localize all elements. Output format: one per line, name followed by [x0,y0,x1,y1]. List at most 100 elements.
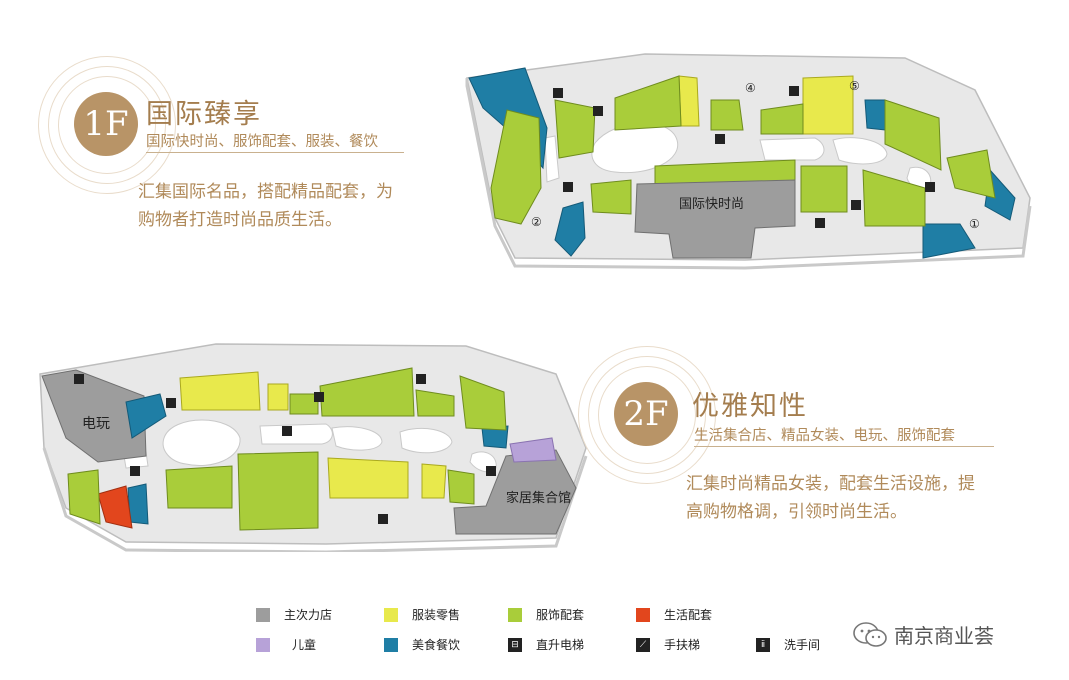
floor2-unit-accessory-3 [237,451,319,531]
floor1-unit-accessory-7 [946,149,996,199]
floor1-map: 国际快时尚 ② ④ ⑤ ① [465,53,1032,270]
floor2-map-label-game: 电玩 [82,416,110,432]
floor1-unit-accessory-3 [614,75,682,131]
legend-label-restroom: 洗手间 [784,638,821,652]
floor1-unit-accessory-5 [760,103,804,135]
floor2-unit-retail-1 [179,371,261,411]
floor1-unit-food-ne [864,99,886,131]
floor1-unit-accessory-10 [590,179,632,215]
legend-swatch-life [636,607,650,622]
legend-swatch-retail [384,607,398,622]
floor1-unit-accessory-1 [490,109,542,225]
elevator-icon [593,106,603,116]
elevator-icon [851,200,861,210]
legend-item-escalator: ⟋ 手扶梯 [636,636,700,653]
floor1-unit-accessory-8 [862,169,926,227]
legend-item-accessory: 服饰配套 [508,606,584,623]
elevator-icon [314,392,324,402]
floor2-badge: 2F [614,382,678,446]
floor2-atrium-void [162,419,241,466]
floor1-map-label: 国际快时尚 [679,197,744,212]
floor2-subtitle: 生活集合店、精品女装、电玩、服饰配套 [694,428,955,444]
restroom-icon [378,514,388,524]
floor2-unit-kids [509,437,557,463]
escalator-icon [715,134,725,144]
escalator-icon [130,466,140,476]
floor2-anchor-home [453,449,577,535]
legend-item-anchor: 主次力店 [256,606,332,623]
floor2-description-line1: 汇集时尚精品女装，配套生活设施，提 [686,474,975,494]
elevator-icon [553,88,563,98]
legend-swatch-food [384,637,398,652]
floor2-unit-food-w [125,393,167,439]
floor2-map: 电玩 家居集合馆 [39,343,588,552]
floor1-unit-retail-2 [802,75,854,135]
floor2-unit-accessory-1 [67,469,101,525]
floor1-marker-5: ⑤ [849,79,860,93]
restroom-icon [74,374,84,384]
floor2-unit-accessory-5 [319,367,415,417]
legend-item-elevator: ⊟ 直升电梯 [508,636,584,653]
floor1-anchor-store [634,179,796,259]
legend-swatch-accessory [508,607,522,622]
legend-item-food: 美食餐饮 [384,636,460,653]
floor2-title: 优雅知性 [692,391,808,422]
wechat-icon [853,621,887,647]
floor1-description-line1: 汇集国际名品，搭配精品配套，为 [138,182,393,202]
floor1-marker-2: ② [531,215,542,229]
floor1-unit-retail-1 [678,75,700,127]
floor1-unit-food-se [922,223,976,259]
floor2-unit-accessory-4 [289,393,319,415]
floor2-unit-accessory-2 [165,465,233,509]
elevator-icon [789,86,799,96]
escalator-icon [925,182,935,192]
floor1-badge: 1F [74,92,138,156]
floor2-unit-retail-5 [421,463,447,499]
floor2-unit-accessory-8 [447,469,475,505]
watermark: 南京商业荟 [852,620,994,649]
floor1-unit-accessory-2 [554,99,596,159]
floor2-anchor-game [41,369,147,463]
floor1-subtitle: 国际快时尚、服饰配套、服装、餐饮 [146,134,378,150]
escalator-icon [486,466,496,476]
restroom-icon: ⅱ [756,637,770,652]
floor2-divider [694,446,994,447]
legend-swatch-kids [256,637,270,652]
legend-label-food: 美食餐饮 [412,638,461,652]
floor2-unit-life [97,485,133,529]
legend-item-kids: 儿童 [256,636,316,653]
floor2-description-line2: 高购物格调，引领时尚生活。 [686,502,907,522]
floor1-unit-food-sw [554,201,586,257]
elevator-icon [416,374,426,384]
elevator-icon: ⊟ [508,637,522,652]
legend-label-kids: 儿童 [292,638,317,652]
watermark-text: 南京商业荟 [894,624,994,648]
floor1-description: 汇集国际名品，搭配精品配套，为 购物者打造时尚品质生活。 [138,178,393,234]
legend-item-life: 生活配套 [636,606,712,623]
floor1-unit-accessory-9 [800,165,848,213]
escalator-icon [282,426,292,436]
escalator-icon: ⟋ [636,637,650,652]
floor1-title: 国际臻享 [146,99,262,130]
floor2-unit-accessory-6 [415,389,455,417]
floor2-unit-retail-4 [327,457,409,499]
floor2-unit-accessory-7 [459,375,507,431]
floor2-map-label-home: 家居集合馆 [506,490,571,506]
legend-item-retail: 服装零售 [384,606,460,623]
legend-item-restroom: ⅱ 洗手间 [756,636,820,653]
floor2-unit-retail-2 [267,383,289,411]
legend-label-escalator: 手扶梯 [664,638,701,652]
legend-label-accessory: 服饰配套 [536,608,585,622]
floor1-unit-accessory-6 [884,99,942,171]
legend-swatch-anchor [256,607,270,622]
elevator-icon [166,398,176,408]
legend-label-anchor: 主次力店 [284,608,333,622]
escalator-icon [563,182,573,192]
floor1-description-line2: 购物者打造时尚品质生活。 [138,210,342,230]
floor1-marker-4: ④ [745,81,756,95]
legend-label-life: 生活配套 [664,608,713,622]
floor1-divider [146,152,404,153]
floor2-description: 汇集时尚精品女装，配套生活设施，提 高购物格调，引领时尚生活。 [686,470,975,526]
floor1-unit-accessory-4 [710,99,744,131]
floor1-marker-1: ① [969,217,980,231]
